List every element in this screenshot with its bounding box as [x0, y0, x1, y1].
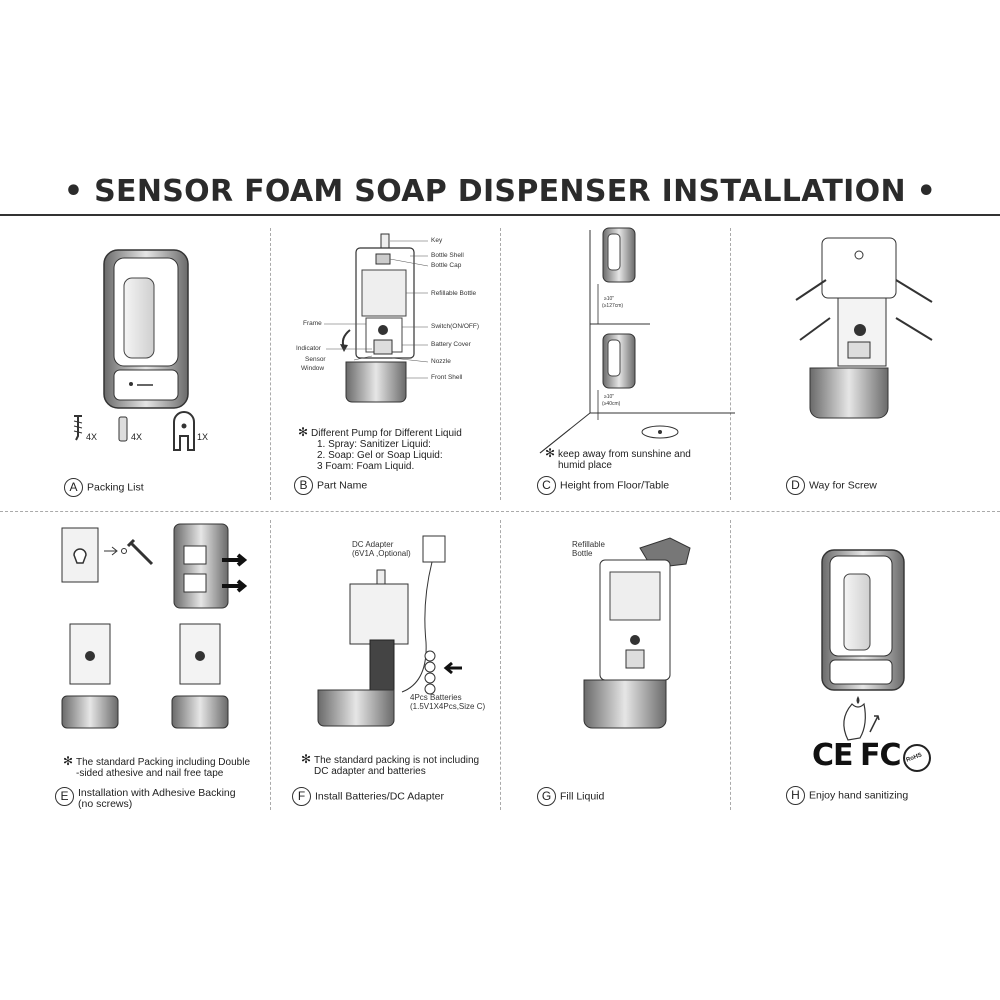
screw-installation-diagram: [795, 237, 933, 419]
note-b: ✻ Different Pump for Different Liquid 1.…: [298, 425, 462, 472]
battery-cells: [424, 650, 436, 695]
note-star-icon: ✻: [63, 754, 74, 768]
label-nozzle: Nozzle: [431, 358, 451, 365]
exploded-view: [324, 233, 429, 403]
label-bottle-shell: Bottle Shell: [431, 252, 464, 259]
label-switch: Switch(ON/OFF): [431, 323, 480, 330]
divider-v2: [500, 228, 501, 500]
note-c: ✻ keep away from sunshine and humid plac…: [545, 446, 691, 471]
note-e: ✻ The standard Packing including Double …: [63, 754, 250, 779]
height-lower-inches: ≥10": [604, 394, 615, 400]
fcc-mark: FC: [860, 738, 902, 773]
battery-label-1: 4Pcs Batteries: [410, 693, 462, 702]
page-title: • SENSOR FOAM SOAP DISPENSER INSTALLATIO…: [63, 174, 937, 209]
adapter-label-1: DC Adapter: [352, 540, 394, 549]
title-rule: [0, 214, 1000, 216]
screw-icon: [73, 415, 83, 441]
refillable-bottle-label-2: Bottle: [572, 549, 593, 558]
adapter-label-2: (6V1A ,Optional): [352, 549, 411, 558]
hand-sanitizing-diagram: [821, 549, 905, 741]
key-quantity: 1X: [197, 432, 209, 442]
screw-quantity: 4X: [86, 432, 98, 442]
caption-e-text: Installation with Adhesive Backing (no s…: [78, 787, 236, 810]
divider-v6: [730, 520, 731, 810]
label-sensor: Sensor: [305, 356, 326, 363]
note-star-icon: ✻: [298, 425, 309, 439]
label-bottle-cap: Bottle Cap: [431, 262, 462, 269]
fill-liquid-diagram: [583, 537, 691, 729]
adhesive-installation-diagram: [61, 523, 248, 729]
height-lower-cm: (≥40cm): [602, 401, 621, 407]
divider-v4: [270, 520, 271, 810]
label-key: Key: [431, 237, 443, 244]
dispenser-front-view: [103, 249, 189, 409]
label-front-shell: Front Shell: [431, 374, 463, 381]
caption-e: E: [55, 787, 78, 806]
key-icon: [173, 411, 195, 451]
refillable-bottle-label-1: Refillable: [572, 540, 605, 549]
wall-anchor-icon: [118, 416, 128, 442]
divider-v1: [270, 228, 271, 500]
note-star-icon: ✻: [545, 446, 556, 460]
label-refillable-bottle: Refillable Bottle: [431, 290, 477, 297]
label-battery-cover: Battery Cover: [431, 341, 471, 348]
note-f: ✻ The standard packing is not including …: [301, 752, 480, 777]
divider-h: [0, 511, 1000, 512]
label-window: Window: [301, 365, 325, 372]
battery-label-2: (1.5V1X4Pcs,Size C): [410, 702, 486, 711]
divider-v5: [500, 520, 501, 810]
height-upper-cm: (≥127cm): [602, 303, 624, 309]
divider-v3: [730, 228, 731, 500]
anchor-quantity: 4X: [131, 432, 143, 442]
label-frame: Frame: [303, 320, 322, 327]
battery-installation-diagram: [317, 535, 462, 727]
wall-mount-diagram: [539, 227, 735, 454]
rohs-badge: RoHS: [903, 744, 931, 772]
height-upper-inches: ≥10": [604, 296, 615, 302]
label-indicator: Indicator: [296, 345, 321, 352]
note-star-icon: ✻: [301, 752, 312, 766]
ce-mark: CE: [812, 738, 854, 773]
